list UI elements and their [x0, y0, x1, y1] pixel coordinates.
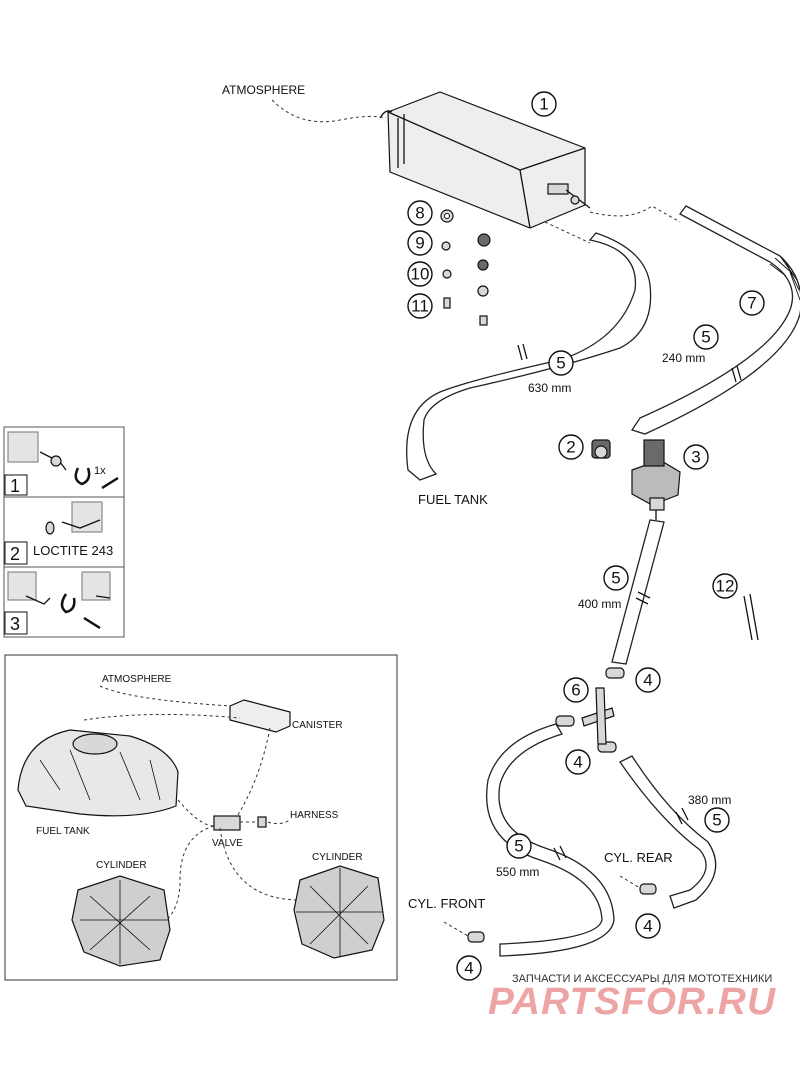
part-number-6-text: 6 — [571, 681, 580, 700]
purge-valve-part-3 — [631, 439, 681, 520]
part-number-5-380-text: 5 — [712, 811, 721, 830]
part-number-12: 12 — [712, 573, 738, 599]
overview-fuel-tank-label: FUEL TANK — [36, 826, 90, 837]
part-number-4-c-text: 4 — [643, 917, 652, 936]
part-number-5-400: 5 — [603, 565, 629, 591]
step2-loctite: LOCTITE 243 — [33, 543, 113, 558]
part-number-5-630: 5 — [548, 350, 574, 376]
part-number-5-630-text: 5 — [556, 354, 565, 373]
part-number-7-text: 7 — [747, 294, 756, 313]
part-number-5-550: 5 — [506, 833, 532, 859]
assembly-steps-panel: 1x 1 2 LOCTITE 243 3 — [3, 426, 125, 638]
part-number-5-550-text: 5 — [514, 837, 523, 856]
cyl-rear-label: CYL. REAR — [604, 850, 673, 865]
part-number-2-text: 2 — [566, 438, 575, 457]
tee-connector-part-6 — [581, 687, 615, 745]
part-number-4-b-text: 4 — [573, 753, 582, 772]
part-number-1: 1 — [531, 91, 557, 117]
part-number-4-d-text: 4 — [464, 959, 473, 978]
length-630-label: 630 mm — [528, 381, 571, 395]
overview-cylinder-left-label: CYLINDER — [96, 860, 147, 871]
atmosphere-label: ATMOSPHERE — [222, 83, 305, 97]
watermark-logo: PARTSFOR.RU — [488, 981, 777, 1023]
part-number-1-text: 1 — [539, 95, 548, 114]
hose-clamps — [467, 667, 657, 943]
step1-number: 1 — [10, 476, 20, 496]
overview-atmosphere-label: ATMOSPHERE — [102, 674, 172, 685]
overview-valve-label: VALVE — [212, 838, 243, 849]
part-number-10: 10 — [407, 261, 433, 287]
part-number-11-text: 11 — [411, 297, 429, 316]
hose-clip-part-2 — [591, 439, 611, 459]
part-number-4-d: 4 — [456, 955, 482, 981]
cyl-front-label: CYL. FRONT — [408, 896, 485, 911]
watermark: ЗАПЧАСТИ И АКСЕССУАРЫ ДЛЯ МОТОТЕХНИКИ PA… — [488, 973, 777, 1023]
part-number-5-240-text: 5 — [701, 328, 710, 347]
part-number-5-380: 5 — [704, 807, 730, 833]
cyl-rear-nipple — [619, 875, 641, 889]
part-number-3-text: 3 — [691, 448, 700, 467]
atmosphere-vent-line — [271, 99, 387, 123]
overview-harness-label: HARNESS — [290, 810, 339, 821]
part-number-6: 6 — [563, 677, 589, 703]
step1-note: 1x — [94, 465, 106, 477]
part-number-5-240: 5 — [693, 324, 719, 350]
part-number-3: 3 — [683, 444, 709, 470]
part-number-8-text: 8 — [415, 204, 424, 223]
part-number-8: 8 — [407, 200, 433, 226]
step3-number: 3 — [10, 614, 20, 634]
length-400-label: 400 mm — [578, 597, 621, 611]
fuel-tank-label: FUEL TANK — [418, 492, 488, 507]
step2-number: 2 — [10, 544, 20, 564]
hose-240mm — [630, 205, 800, 435]
length-380-label: 380 mm — [688, 793, 731, 807]
canister — [379, 91, 591, 229]
small-parts-group — [440, 209, 491, 326]
part-number-12-text: 12 — [716, 577, 735, 596]
tank-outlet-line — [544, 221, 591, 244]
part-number-4-c: 4 — [635, 913, 661, 939]
system-overview-inset: ATMOSPHERE CANISTER FUEL TANK VALVE HARN… — [4, 654, 398, 981]
length-550-label: 550 mm — [496, 865, 539, 879]
length-240-label: 240 mm — [662, 351, 705, 365]
part-number-9-text: 9 — [415, 234, 424, 253]
part-number-9: 9 — [407, 230, 433, 256]
part-number-4-b: 4 — [565, 749, 591, 775]
part-number-4-a: 4 — [635, 667, 661, 693]
canister-valve-line — [589, 205, 681, 223]
part-number-10-text: 10 — [411, 265, 430, 284]
cyl-front-nipple — [443, 921, 469, 937]
part-number-11: 11 — [407, 293, 433, 319]
watermark-caption: ЗАПЧАСТИ И АКСЕССУАРЫ ДЛЯ МОТОТЕХНИКИ — [512, 973, 772, 985]
part-number-5-400-text: 5 — [611, 569, 620, 588]
hose-380mm — [619, 755, 717, 909]
part-number-7: 7 — [739, 290, 765, 316]
part-number-4-a-text: 4 — [643, 671, 652, 690]
cable-tie-part-12 — [743, 593, 759, 641]
hose-550mm — [486, 723, 615, 957]
overview-canister-label: CANISTER — [292, 720, 343, 731]
part-number-2: 2 — [558, 434, 584, 460]
hose-630mm — [406, 232, 652, 481]
overview-cylinder-right-label: CYLINDER — [312, 852, 363, 863]
